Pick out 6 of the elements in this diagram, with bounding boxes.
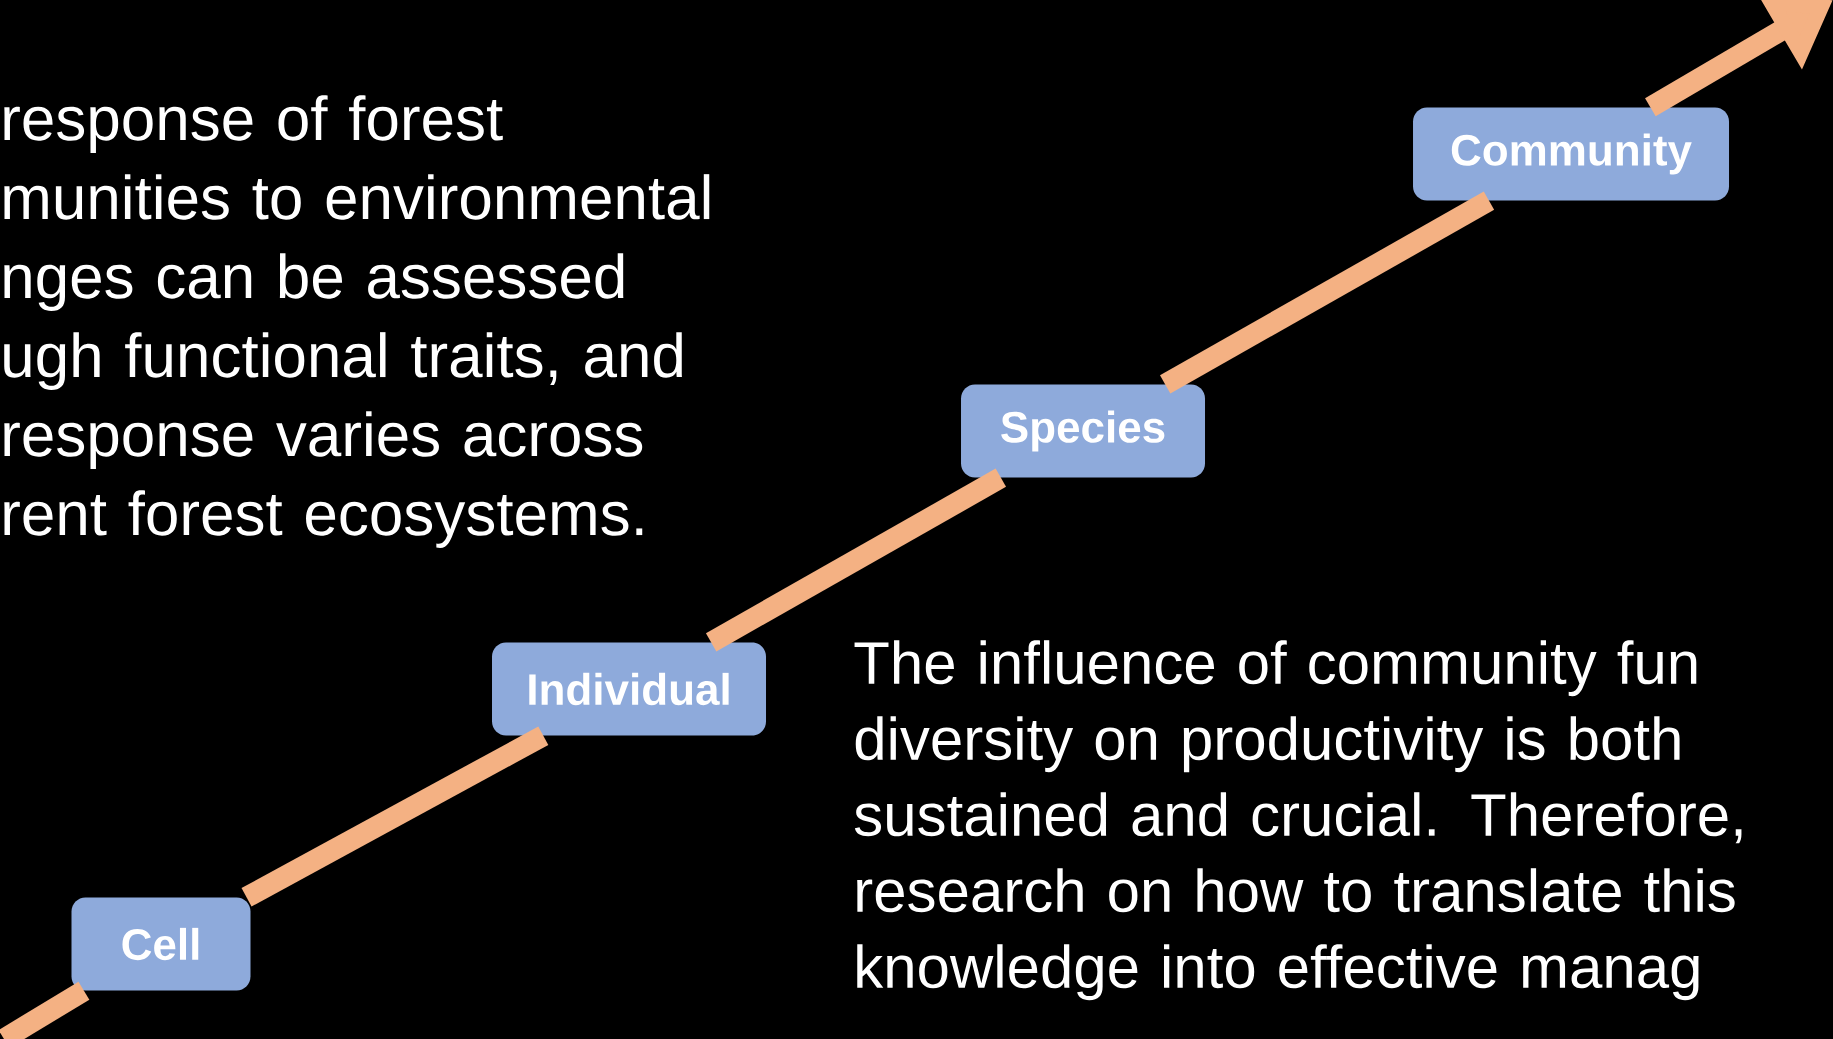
paragraph-text: The influence of community fun diversity on productivity is both sustained and crucial. Therefore, research on how to translate this knowledge into effective manag (854, 640, 1742, 1001)
level-box: Cell (71, 897, 251, 991)
paragraph-text: response of forest munities to environmental nges can be assessed ugh functional traits, and response varies across rent forest ecosystems. (4, 95, 710, 548)
level-box: Community (1413, 107, 1729, 201)
level-box: Species (961, 384, 1205, 478)
level-box: Individual (492, 642, 766, 736)
